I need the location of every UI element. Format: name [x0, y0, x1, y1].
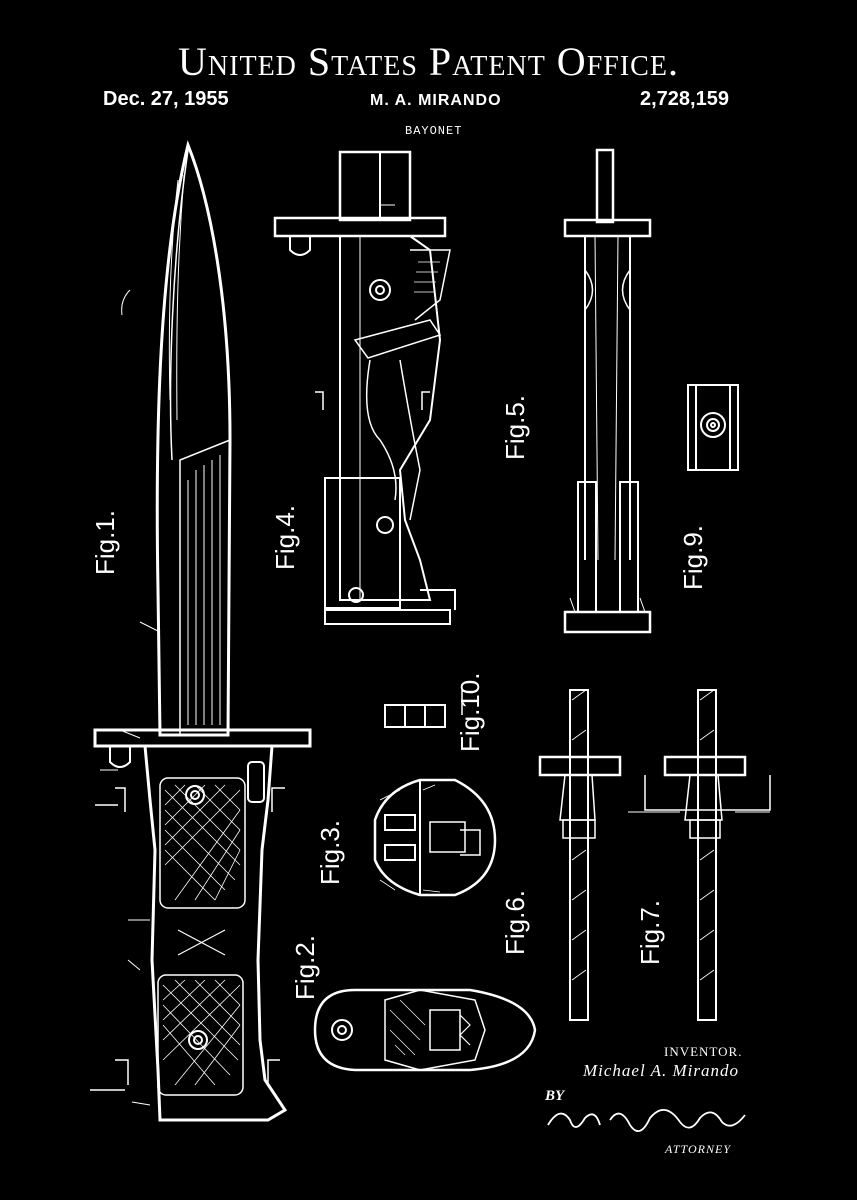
attorney-signature	[547, 1109, 746, 1132]
patent-date: Dec. 27, 1955	[103, 88, 229, 110]
inventor-name: Michael A. Mirando	[583, 1061, 740, 1080]
patent-number: 2,728,159	[640, 88, 729, 110]
fig10-label: Fig.10.	[455, 672, 485, 753]
fig4-section-drawing	[273, 150, 456, 625]
fig1-label: Fig.1.	[90, 509, 120, 575]
fig3-fig6-section-drawing	[373, 778, 497, 897]
fig7-label: Fig.7.	[635, 899, 665, 965]
fig5-label: Fig.5.	[500, 394, 530, 460]
inventor-short-name: M. A. MIRANDO	[370, 92, 502, 109]
bayonet-knife-drawing	[90, 140, 312, 1122]
inventor-label: INVENTOR.	[664, 1044, 743, 1059]
patent-subject: BAYONET	[405, 124, 463, 138]
fig3-label: Fig.3.	[315, 819, 345, 885]
fig4-label: Fig.4.	[270, 504, 300, 570]
fig2-section-drawing	[313, 988, 537, 1072]
patent-office-title: United States Patent Office.	[178, 39, 679, 84]
fig7-section-drawing	[538, 689, 771, 1021]
fig6-label: Fig.6.	[500, 889, 530, 955]
fig10-part-drawing	[384, 690, 463, 728]
fig8-section-drawing	[687, 384, 739, 471]
fig9-label: Fig.9.	[678, 524, 708, 590]
fig2-label: Fig.2.	[290, 934, 320, 1000]
fig5-side-drawing	[563, 148, 652, 634]
attorney-label: ATTORNEY	[665, 1142, 732, 1156]
by-label: BY	[545, 1088, 565, 1104]
